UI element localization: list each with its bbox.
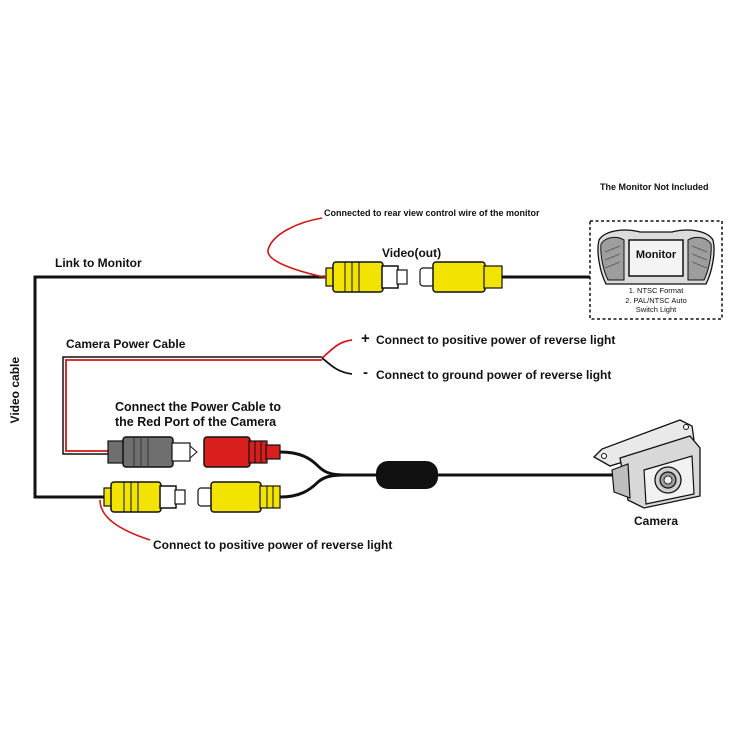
video-to-camera-wire [279,473,346,499]
minus-sign: - [363,364,368,381]
power-cable-wire-inner [62,356,322,455]
rca-female-connector [325,261,408,293]
power-to-camera-wire [279,450,346,477]
camera-label: Camera [634,514,679,528]
video-out-label: Video(out) [382,246,442,260]
camera-illustration [592,419,701,509]
video-cable-wire [33,275,325,499]
connect-power-line1: Connect the Power Cable to [115,400,281,414]
monitor-note-pal-line1: 2. PAL/NTSC Auto [625,296,687,305]
ground-lead [321,357,353,375]
power-cable-wire [65,359,322,452]
rear-view-control-label: Connected to rear view control wire of t… [324,208,540,218]
monitor-note-pal-line2: Switch Light [635,305,677,314]
rca-male-connector [419,261,503,293]
monitor-box [589,220,723,320]
bottom-note-label: Connect to positive power of reverse lig… [153,538,393,552]
positive-lead [321,339,353,359]
monitor-title: Monitor [635,249,677,261]
monitor-illustration [597,229,715,285]
link-to-monitor-label: Link to Monitor [55,256,142,270]
video-cable-label: Video cable [8,356,23,424]
cable-junction-box [376,461,438,489]
plus-sign: + [361,330,370,347]
rear-view-leader [267,217,329,279]
power-socket-red [203,436,281,468]
ground-power-label: Connect to ground power of reverse light [376,368,612,382]
connect-power-line2: the Red Port of the Camera [115,415,277,429]
monitor-note-ntsc: 1. NTSC Format [628,286,684,295]
rca-female-bottom [103,481,186,513]
monitor-not-included-label: The Monitor Not Included [600,182,709,192]
camera-power-cable-label: Camera Power Cable [66,337,186,351]
bottom-note-leader [99,499,151,541]
rca-male-bottom [197,481,281,513]
power-plug-grey [107,436,198,468]
positive-power-label: Connect to positive power of reverse lig… [376,333,616,347]
